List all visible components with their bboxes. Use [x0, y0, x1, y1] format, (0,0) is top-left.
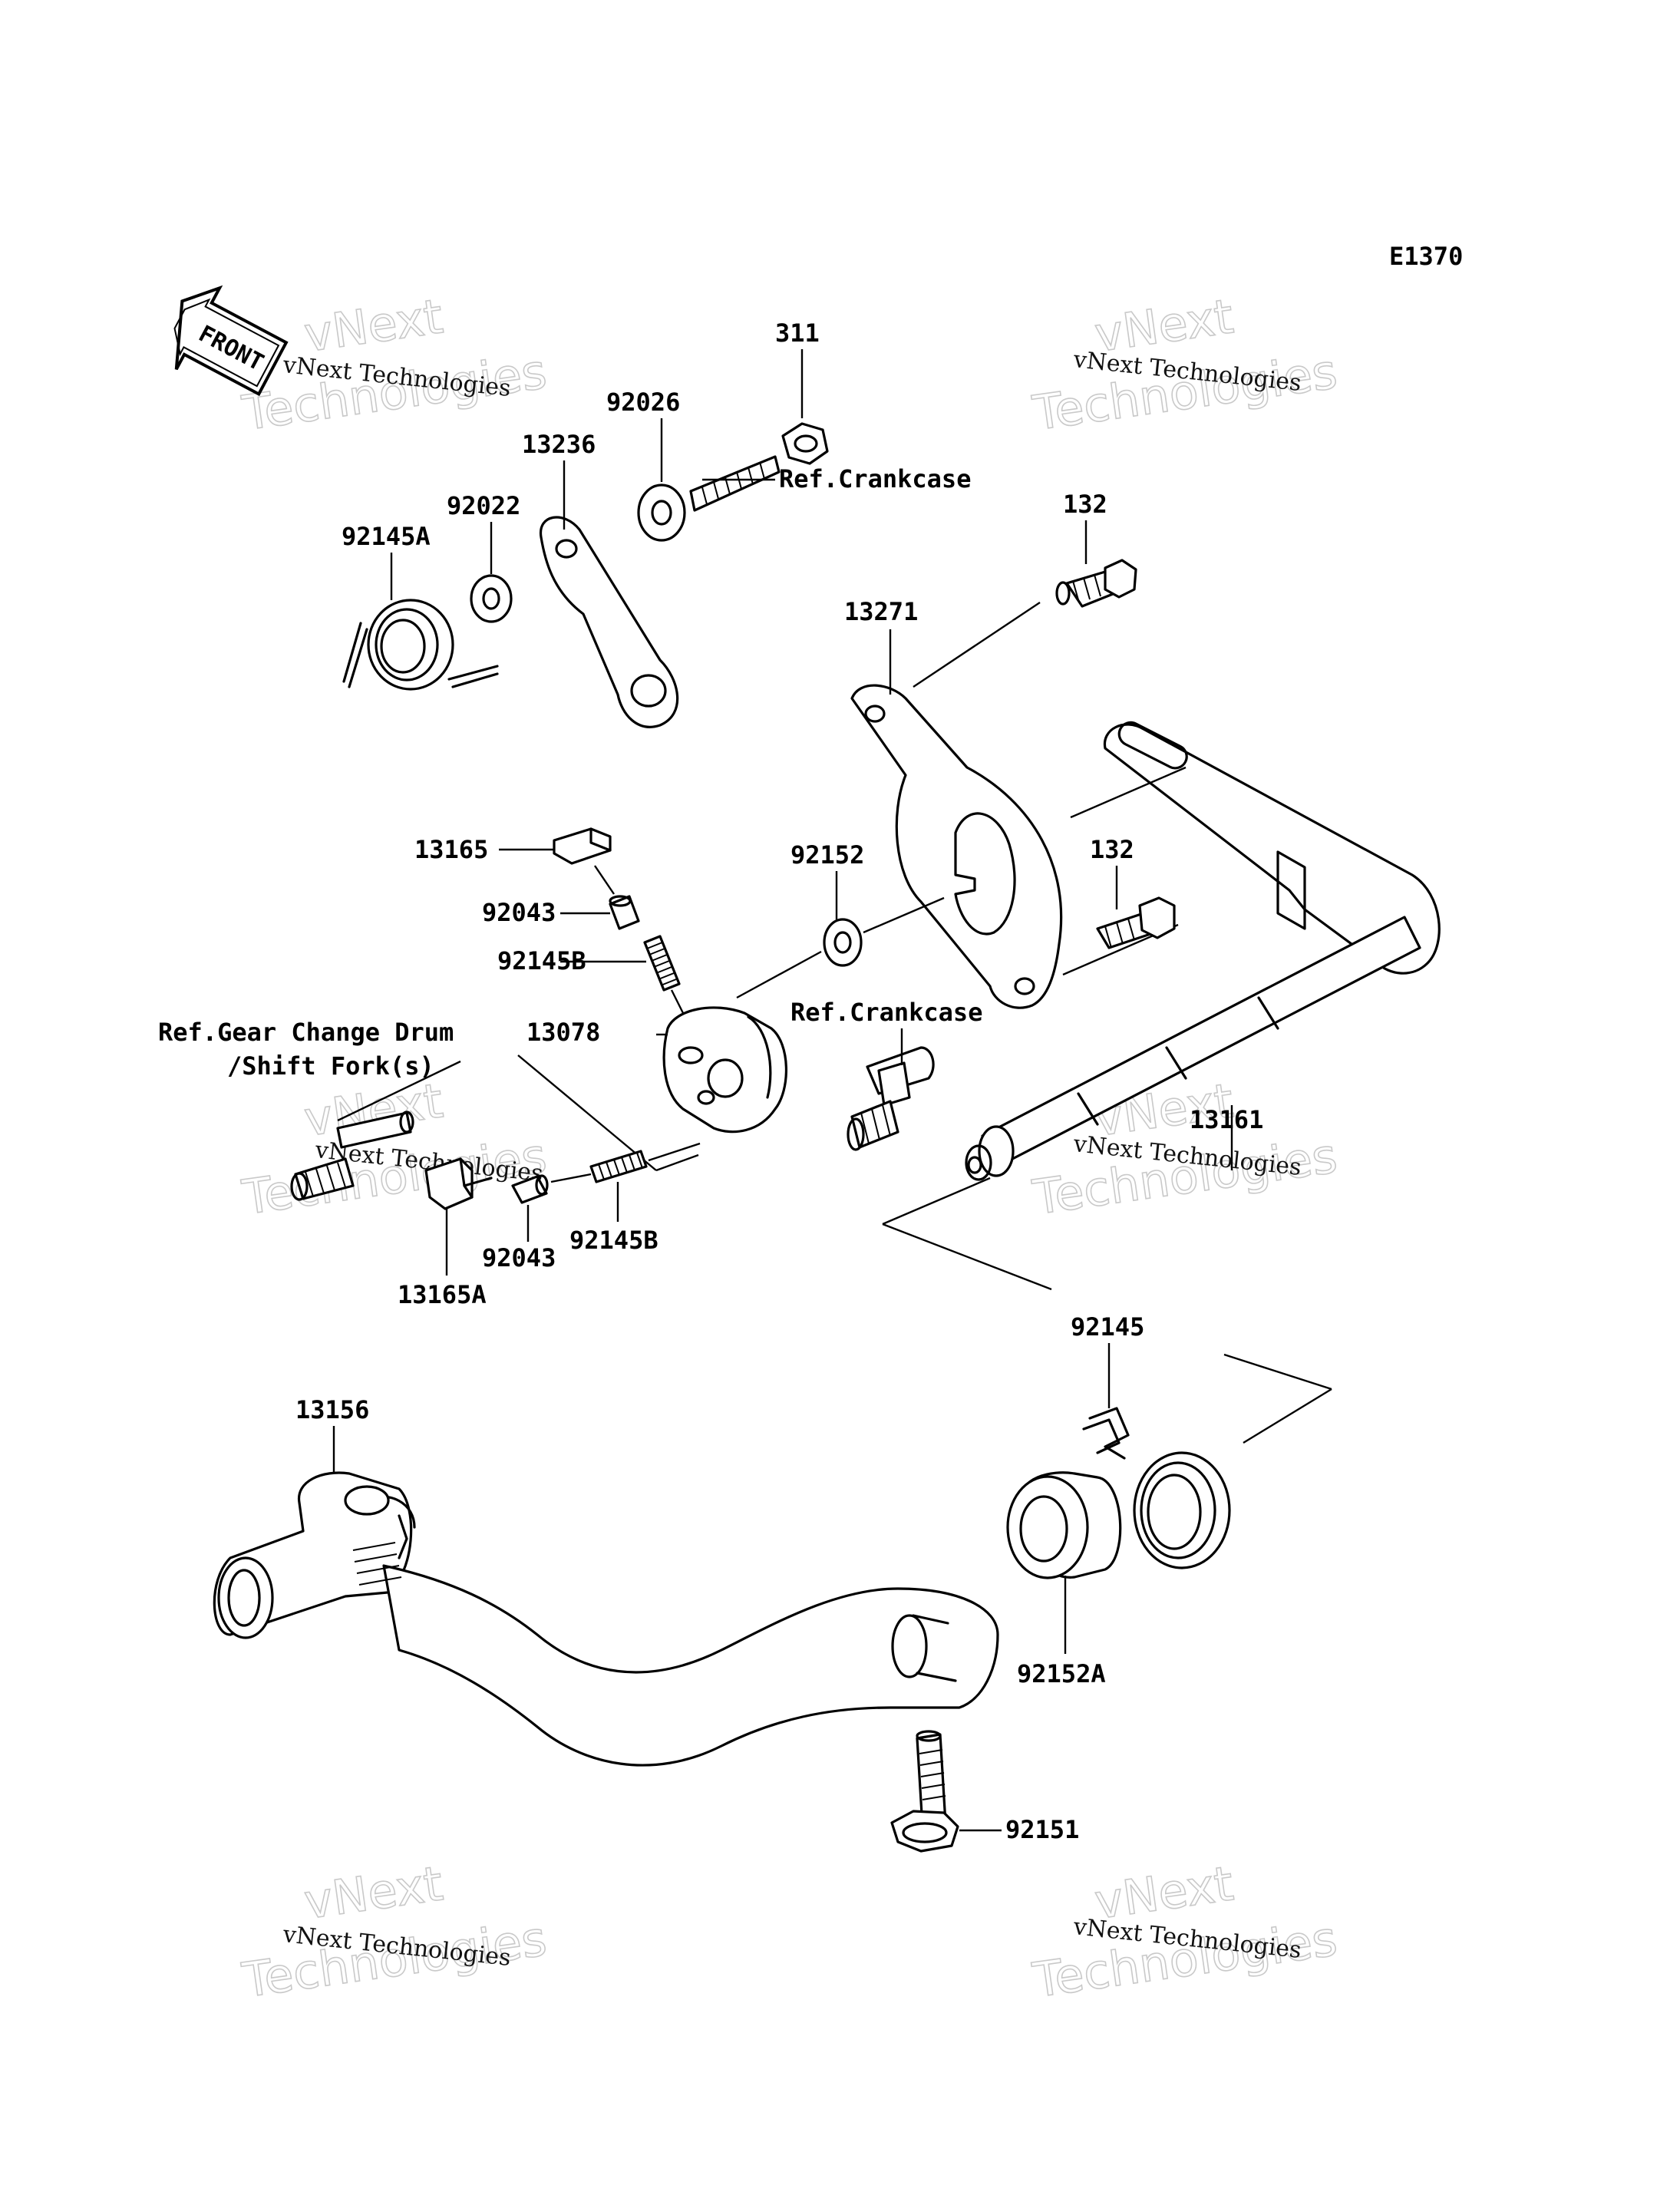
part-13078-ratchet [662, 1006, 787, 1134]
part-13165-pawl [553, 827, 612, 865]
part-92145B-spring-bottom [589, 1150, 648, 1183]
label-13271: 13271 [844, 597, 918, 626]
watermark-top-right: vNext Technologies vNext Technologies [1028, 288, 1341, 442]
label-ref-gear-change-drum: Ref.Gear Change Drum [158, 1018, 454, 1047]
watermark-mid-left: vNext Technologies vNext Technologies [238, 1072, 550, 1226]
part-92043-pin-top [609, 895, 640, 930]
label-13078: 13078 [526, 1018, 600, 1047]
label-92152: 92152 [790, 840, 864, 870]
label-132-top: 132 [1063, 490, 1107, 519]
label-92151: 92151 [1005, 1815, 1079, 1844]
part-311-nut [781, 422, 829, 465]
part-92145A-spring [342, 599, 499, 691]
label-ref-crankcase-top: Ref.Crankcase [779, 464, 971, 493]
part-13271-guide-plate [850, 684, 1063, 1009]
front-arrow-icon: FRONT [173, 285, 289, 397]
part-92152A-collar [1006, 1471, 1122, 1579]
part-13156-shift-pedal [213, 1471, 999, 1767]
part-13236-link [540, 516, 679, 728]
label-13165: 13165 [414, 835, 488, 864]
label-92145B-bottom: 92145B [569, 1226, 658, 1255]
part-92043-pin-bottom [511, 1174, 549, 1204]
diagram-code: E1370 [1389, 242, 1463, 271]
label-92026: 92026 [606, 388, 680, 417]
part-92026-bolt [637, 455, 781, 542]
watermark-text: vNext [301, 288, 447, 362]
label-92145A: 92145A [342, 522, 431, 551]
part-92022-washer [470, 574, 513, 623]
part-13165A-pawl [424, 1157, 493, 1210]
label-13161: 13161 [1190, 1105, 1263, 1134]
label-13236: 13236 [522, 430, 596, 459]
part-132-bolt-top [1055, 559, 1137, 608]
part-92145B-spring-top [643, 935, 681, 992]
label-13156: 13156 [295, 1395, 369, 1424]
label-92145B-top: 92145B [497, 946, 586, 975]
label-ref-shift-forks: /Shift Fork(s) [227, 1051, 434, 1081]
part-92152-washer [823, 918, 863, 967]
part-92145-spring [1082, 1407, 1231, 1569]
part-crankcase-stud [847, 1046, 935, 1151]
part-drum-pin [290, 1111, 414, 1201]
label-92152A: 92152A [1017, 1659, 1106, 1688]
label-311: 311 [775, 318, 820, 348]
label-92043-bottom: 92043 [482, 1243, 556, 1272]
watermark-text: vNext [301, 1855, 447, 1929]
part-92151-bolt [890, 1730, 959, 1853]
label-13165A: 13165A [398, 1280, 487, 1309]
label-ref-crankcase-mid: Ref.Crankcase [790, 998, 982, 1027]
part-13161-shift-shaft [965, 721, 1441, 1181]
label-132-mid: 132 [1090, 835, 1134, 864]
watermark-bottom-right: vNext Technologies vNext Technologies [1028, 1855, 1341, 2009]
part-132-bolt-mid [1096, 896, 1176, 949]
label-92043-top: 92043 [482, 898, 556, 927]
label-92145: 92145 [1071, 1312, 1144, 1342]
watermark-bottom-left: vNext Technologies vNext Technologies [238, 1855, 550, 2009]
label-92022: 92022 [447, 491, 520, 520]
watermark-top-left: vNext Technologies vNext Technologies [238, 288, 550, 442]
